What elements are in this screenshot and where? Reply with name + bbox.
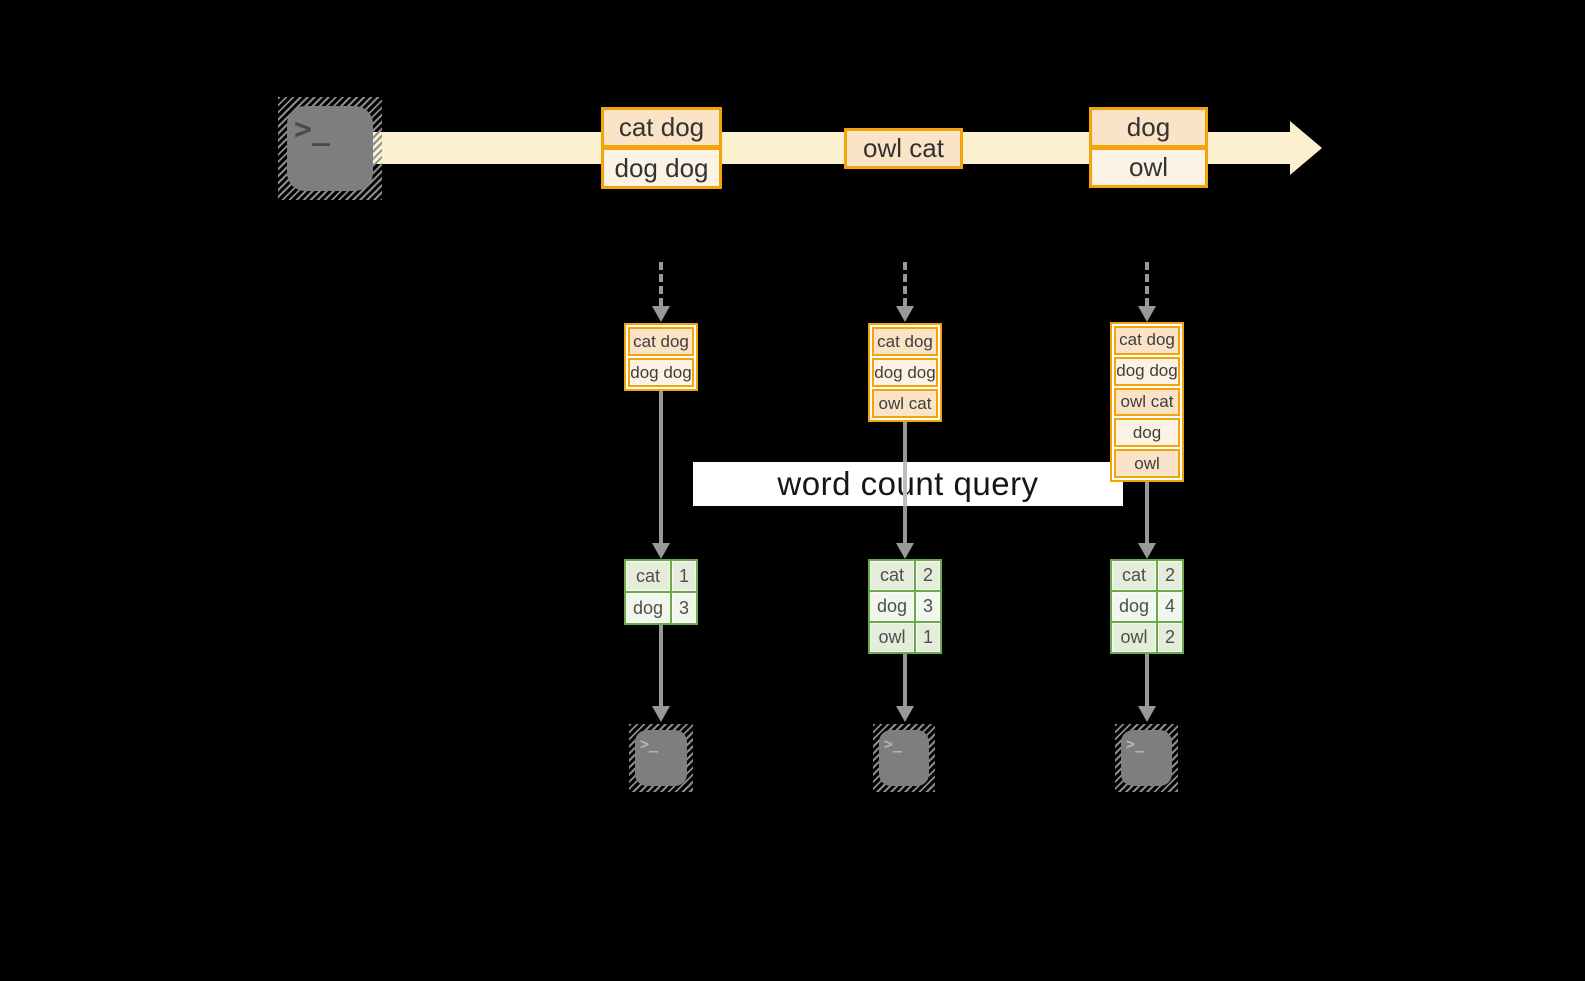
stream-source-terminal-icon: >_ xyxy=(278,97,382,200)
count-value-cell: 1 xyxy=(672,561,696,591)
batch-line-label: cat dog xyxy=(618,112,705,142)
count-value-cell: 2 xyxy=(1158,623,1182,652)
arrow-down-head-icon xyxy=(652,306,670,322)
connector-line xyxy=(659,625,663,706)
count-value-cell: 3 xyxy=(916,592,940,621)
terminal-body xyxy=(287,106,373,191)
buffer-row: dog xyxy=(1114,418,1180,448)
arrow-down-head-icon xyxy=(896,543,914,559)
terminal-body xyxy=(635,730,687,786)
terminal-body xyxy=(879,730,929,786)
count-value-cell: 1 xyxy=(916,623,940,652)
batch-line-label: owl cat xyxy=(863,133,944,163)
arrow-down-head-icon xyxy=(652,543,670,559)
buffer-row: dog dog xyxy=(1114,356,1180,386)
sink-terminal-icon: >_ xyxy=(1115,724,1178,792)
stream-batch-box: owl cat xyxy=(844,128,963,169)
buffer-row: owl cat xyxy=(872,389,938,418)
stream-batch-box: dog dog xyxy=(601,147,722,189)
arrow-down-head-icon xyxy=(896,306,914,322)
count-word-cell: owl xyxy=(1112,623,1156,652)
batch-line-label: dog xyxy=(1126,112,1171,142)
stream-batch-box: dog xyxy=(1089,107,1208,148)
arrow-down-head-icon xyxy=(1138,306,1156,322)
buffer-stack: cat dog dog dog owl cat dog owl xyxy=(1110,322,1184,482)
terminal-prompt-icon: >_ xyxy=(884,735,903,753)
count-word-cell: dog xyxy=(1112,592,1156,621)
ingest-dashed-arrow xyxy=(1145,262,1149,306)
sink-terminal-icon: >_ xyxy=(873,724,935,792)
connector-line xyxy=(1145,654,1149,706)
stream-batch-box: owl xyxy=(1089,147,1208,188)
buffer-stack: cat dog dog dog xyxy=(624,323,698,391)
count-value-cell: 3 xyxy=(672,593,696,623)
buffer-row: owl cat xyxy=(1114,387,1180,417)
count-table: cat 2 dog 4 owl 2 xyxy=(1110,559,1184,654)
word-count-query-banner: word count query xyxy=(693,462,1123,506)
buffer-row: owl xyxy=(1114,449,1180,478)
ingest-dashed-arrow xyxy=(903,262,907,306)
connector-line-through-banner xyxy=(903,462,907,506)
connector-line xyxy=(659,391,663,543)
buffer-row: dog dog xyxy=(872,358,938,387)
connector-line xyxy=(1145,482,1149,543)
buffer-row: cat dog xyxy=(872,327,938,356)
ingest-dashed-arrow xyxy=(659,262,663,306)
count-word-cell: cat xyxy=(626,561,670,591)
buffer-row: cat dog xyxy=(628,327,694,356)
banner-label: word count query xyxy=(777,465,1039,502)
arrow-down-head-icon xyxy=(1138,543,1156,559)
count-value-cell: 4 xyxy=(1158,592,1182,621)
terminal-body xyxy=(1121,730,1172,786)
terminal-prompt-icon: >_ xyxy=(294,112,331,147)
buffer-row: cat dog xyxy=(1114,326,1180,355)
batch-line-label: dog dog xyxy=(614,152,709,183)
arrow-down-head-icon xyxy=(652,706,670,722)
count-value-cell: 2 xyxy=(916,561,940,590)
stream-arrow-right-head-icon xyxy=(1290,121,1322,175)
count-word-cell: cat xyxy=(870,561,914,590)
buffer-row: dog dog xyxy=(628,358,694,387)
count-value-cell: 2 xyxy=(1158,561,1182,590)
arrow-down-head-icon xyxy=(1138,706,1156,722)
count-table: cat 1 dog 3 xyxy=(624,559,698,625)
arrow-down-head-icon xyxy=(896,706,914,722)
terminal-prompt-icon: >_ xyxy=(640,735,659,753)
count-word-cell: dog xyxy=(870,592,914,621)
count-table: cat 2 dog 3 owl 1 xyxy=(868,559,942,654)
count-word-cell: owl xyxy=(870,623,914,652)
count-word-cell: cat xyxy=(1112,561,1156,590)
connector-line xyxy=(903,654,907,706)
buffer-stack: cat dog dog dog owl cat xyxy=(868,323,942,422)
count-word-cell: dog xyxy=(626,593,670,623)
batch-line-label: owl xyxy=(1128,152,1168,182)
terminal-prompt-icon: >_ xyxy=(1126,735,1145,753)
stream-batch-box: cat dog xyxy=(601,107,722,148)
sink-terminal-icon: >_ xyxy=(629,724,693,792)
